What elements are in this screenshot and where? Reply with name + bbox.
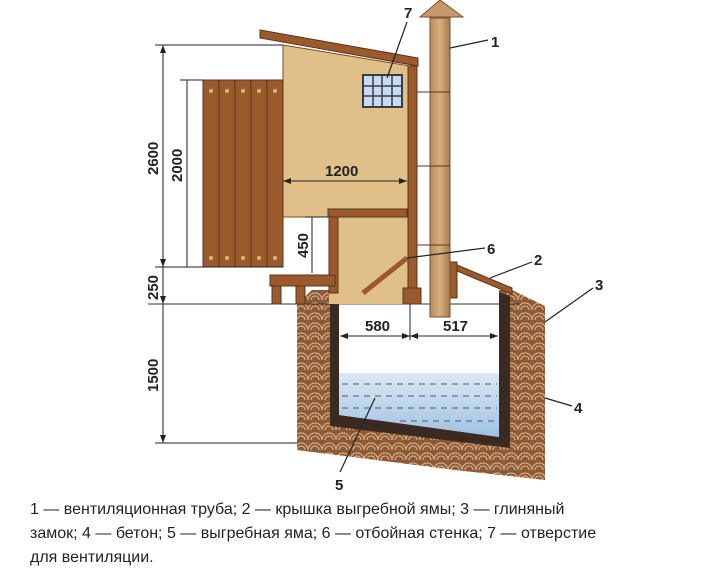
- ventilation-window: [362, 74, 403, 108]
- seat-top: [327, 208, 408, 218]
- label-1: 1: [491, 34, 499, 51]
- leader-lines: [339, 21, 594, 473]
- dim-booth-width: 1200: [325, 163, 358, 180]
- label-7: 7: [404, 5, 412, 22]
- pit-lid-support: [449, 261, 458, 299]
- dim-seat-height: 450: [295, 233, 312, 258]
- step-leg: [295, 285, 306, 305]
- label-5: 5: [335, 477, 343, 494]
- dim-base-height: 250: [145, 275, 162, 300]
- step-leg: [271, 285, 282, 305]
- label-2: 2: [534, 252, 542, 269]
- rear-post-base: [402, 287, 422, 305]
- seat-front-board: [328, 216, 339, 294]
- legend-caption: 1 — вентиляционная труба; 2 — крышка выг…: [30, 498, 690, 570]
- label-3: 3: [595, 277, 603, 294]
- dim-pit-right: 517: [443, 318, 468, 335]
- ventilation-pipe: [417, 0, 465, 318]
- door: [202, 79, 284, 268]
- dim-door-height: 2000: [169, 149, 186, 182]
- caption-line-3: для вентиляции.: [30, 549, 154, 566]
- dim-pit-left: 580: [365, 318, 390, 335]
- deflector-wall: [361, 256, 409, 295]
- dimension-lines: [155, 44, 498, 444]
- dim-pit-depth: 1500: [145, 359, 162, 392]
- pit-lid: [449, 261, 513, 295]
- label-4: 4: [574, 400, 583, 417]
- diagram-svg: 2600 2000 1200 450 250 1500 580 517 7 1 …: [145, 0, 603, 494]
- roof: [259, 29, 419, 67]
- dim-total-height: 2600: [145, 142, 162, 175]
- caption-line-1: 1 — вентиляционная труба; 2 — крышка выг…: [30, 501, 565, 518]
- dimension-arrows: [160, 45, 498, 443]
- label-6: 6: [487, 241, 495, 258]
- caption-line-2: замок; 4 — бетон; 5 — выгребная яма; 6 —…: [30, 525, 597, 542]
- pit: [297, 290, 545, 480]
- step: [269, 274, 336, 287]
